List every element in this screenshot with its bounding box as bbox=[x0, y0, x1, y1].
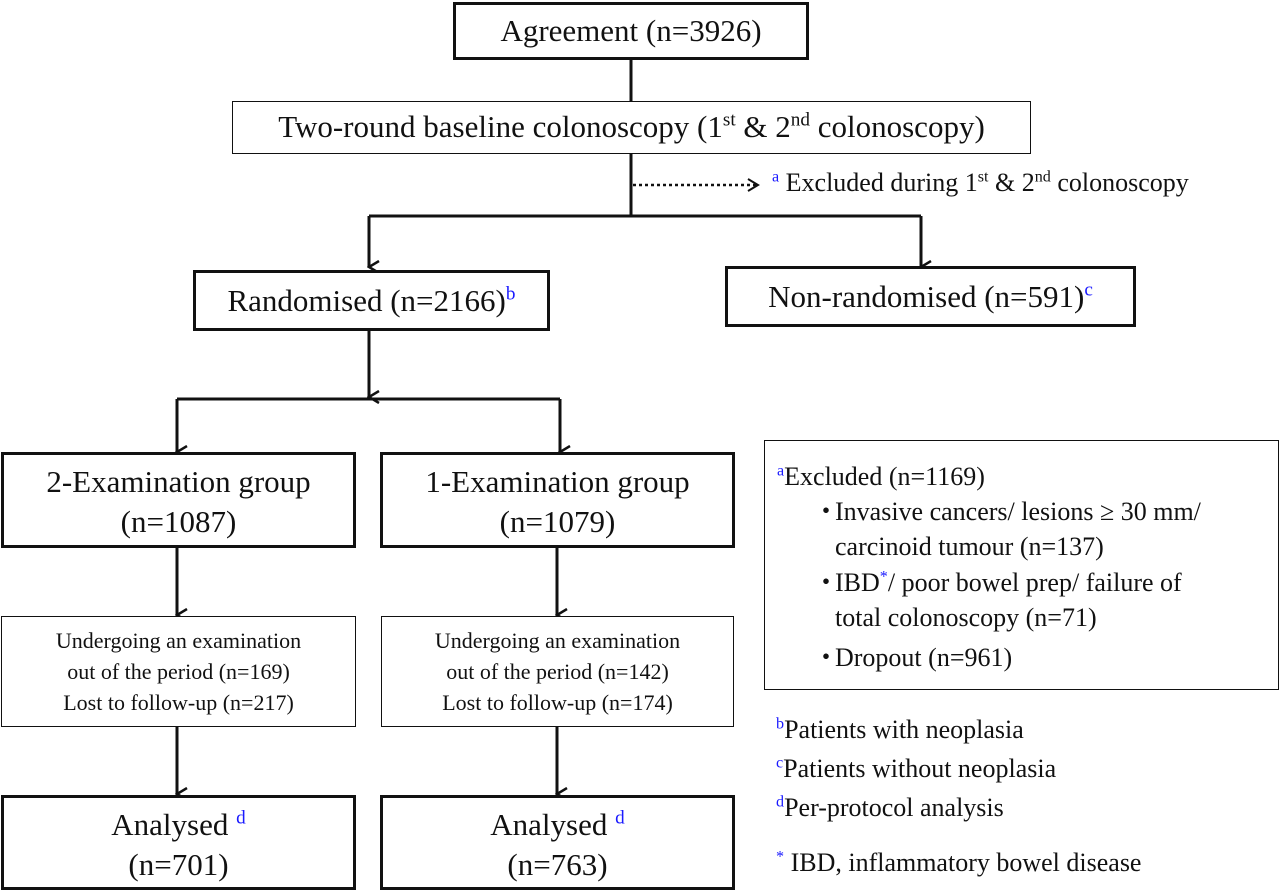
baseline-text-pre: Two-round baseline colonoscopy (1 bbox=[278, 109, 723, 144]
analysed-label: Analysed bbox=[490, 807, 608, 842]
bullet-icon: ・ bbox=[813, 568, 840, 597]
group-1-loss-box: Undergoing an examination out of the per… bbox=[381, 616, 734, 727]
footnote-mark-a: a bbox=[772, 168, 780, 186]
footnote-mark-c: c bbox=[1084, 279, 1093, 301]
loss-line: Undergoing an examination bbox=[434, 628, 681, 653]
legend-b: bPatients with neoplasia bbox=[776, 715, 1024, 744]
asterisk-mark: * bbox=[879, 568, 888, 586]
legend-d: dPer-protocol analysis bbox=[776, 793, 1004, 822]
analysed-label: Analysed bbox=[111, 807, 229, 842]
group-1-examination-box: 1-Examination group (n=1079) bbox=[380, 452, 735, 548]
excluded-note-sup-2: nd bbox=[1034, 168, 1051, 186]
baseline-sup-2: nd bbox=[790, 109, 810, 131]
baseline-sup-1: st bbox=[722, 109, 736, 131]
footnote-mark-d: d bbox=[236, 807, 246, 829]
footnote-mark-b: b bbox=[505, 283, 516, 305]
analysed-count: (n=763) bbox=[507, 847, 608, 882]
group-2-examination-box: 2-Examination group (n=1087) bbox=[1, 452, 356, 548]
loss-line: Undergoing an examination bbox=[55, 628, 302, 653]
group-2-loss-box: Undergoing an examination out of the per… bbox=[1, 616, 356, 727]
loss-line: Lost to follow-up (n=174) bbox=[442, 690, 673, 715]
legend-c: cPatients without neoplasia bbox=[776, 754, 1057, 783]
analysed-count: (n=701) bbox=[128, 847, 229, 882]
randomised-label: Randomised (n=2166) bbox=[227, 283, 506, 318]
group-count: (n=1079) bbox=[499, 504, 616, 539]
excluded-note-pre: Excluded during 1 bbox=[779, 168, 978, 197]
footnote-mark-c: c bbox=[776, 754, 784, 772]
loss-line: Lost to follow-up (n=217) bbox=[63, 690, 294, 715]
agreement-box: Agreement (n=3926) bbox=[453, 2, 809, 60]
footnote-mark-d: d bbox=[615, 807, 625, 829]
excluded-title: aExcluded (n=1169) bbox=[777, 462, 985, 491]
excluded-during-colonoscopy-note: a Excluded during 1st & 2nd colonoscopy bbox=[772, 168, 1189, 198]
non-randomised-label: Non-randomised (n=591) bbox=[768, 279, 1085, 314]
footnote-mark-b: b bbox=[776, 715, 785, 733]
excluded-note-mid: & 2 bbox=[988, 168, 1035, 197]
baseline-colonoscopy-box: Two-round baseline colonoscopy (1st & 2n… bbox=[232, 101, 1031, 154]
excluded-item-dropout: ・Dropout (n=961) bbox=[813, 640, 1012, 675]
group-2-analysed-box: Analysed d (n=701) bbox=[1, 795, 356, 890]
excluded-note-sup-1: st bbox=[977, 168, 989, 186]
bullet-icon: ・ bbox=[813, 497, 840, 526]
baseline-text-post: colonoscopy) bbox=[810, 109, 985, 144]
asterisk-mark: * bbox=[776, 848, 785, 866]
loss-line: out of the period (n=169) bbox=[67, 659, 290, 684]
excluded-note-post: colonoscopy bbox=[1050, 168, 1189, 197]
footnote-mark-d: d bbox=[776, 793, 785, 811]
group-title: 1-Examination group bbox=[425, 464, 690, 499]
legend-asterisk: * IBD, inflammatory bowel disease bbox=[776, 848, 1142, 877]
footnote-mark-a: a bbox=[777, 462, 785, 480]
group-title: 2-Examination group bbox=[46, 464, 311, 499]
excluded-detail-box: aExcluded (n=1169) ・Invasive cancers/ le… bbox=[764, 440, 1279, 690]
agreement-label: Agreement (n=3926) bbox=[500, 13, 762, 48]
group-count: (n=1087) bbox=[120, 504, 237, 539]
baseline-text-mid: & 2 bbox=[735, 109, 791, 144]
group-1-analysed-box: Analysed d (n=763) bbox=[380, 795, 735, 890]
bullet-icon: ・ bbox=[813, 643, 840, 672]
excluded-item-ibd: ・IBD*/ poor bowel prep/ failure of total… bbox=[813, 565, 1182, 635]
loss-line: out of the period (n=142) bbox=[446, 659, 669, 684]
randomised-box: Randomised (n=2166)b bbox=[193, 270, 550, 331]
non-randomised-box: Non-randomised (n=591)c bbox=[725, 266, 1136, 327]
excluded-item-cancers: ・Invasive cancers/ lesions ≥ 30 mm/ carc… bbox=[813, 494, 1201, 564]
